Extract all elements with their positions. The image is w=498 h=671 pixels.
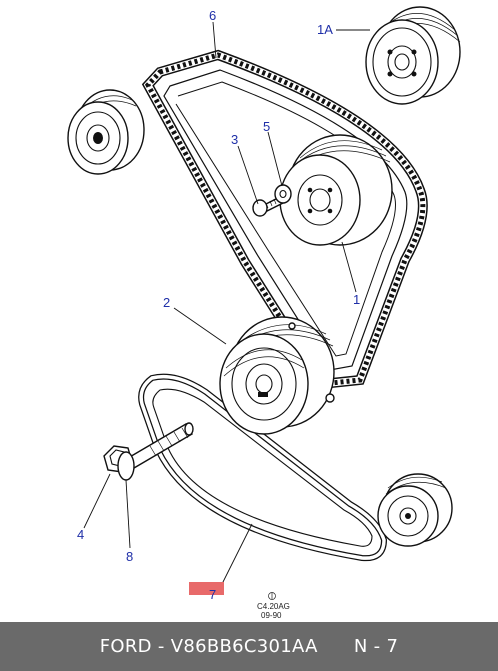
drawing-symbol-icon	[268, 592, 276, 600]
callout-7: 7	[209, 587, 216, 602]
callout-4: 4	[77, 527, 84, 542]
leader-lines	[83, 21, 370, 589]
footer-page: N - 7	[353, 636, 399, 657]
washer-5	[274, 184, 292, 204]
drawing-code-line-1: C4.20AG	[257, 602, 290, 611]
callout-2: 2	[163, 295, 170, 310]
washer-8	[117, 451, 135, 481]
pulley-1	[279, 134, 393, 246]
callout-6: 6	[209, 8, 216, 23]
callout-1: 1	[353, 292, 360, 307]
idler-pulley-top-left	[67, 89, 145, 175]
callout-5: 5	[263, 119, 270, 134]
footer-brand: FORD	[99, 636, 152, 657]
footer-part-number: V86BB6C301AA	[170, 636, 318, 657]
callout-1a: 1A	[317, 22, 333, 37]
highlight-box	[189, 582, 224, 595]
poly-v-belt	[138, 373, 388, 562]
drawing-code-line-2: 09-90	[261, 611, 282, 620]
footer-separator: -	[157, 636, 165, 657]
belt-drive-exploded-diagram: 6 1A 3 5 1 2 4 8 7 C4.20AG 09-90	[67, 6, 461, 620]
pulley-bottom-right	[377, 473, 453, 547]
footer-bar: FORD - V86BB6C301AA N - 7	[0, 622, 498, 671]
callout-3: 3	[231, 132, 238, 147]
pulley-1a	[365, 6, 461, 105]
drawing-code: C4.20AG 09-90	[257, 592, 290, 620]
callout-labels: 6 1A 3 5 1 2 4 8 7	[77, 8, 360, 602]
callout-8: 8	[126, 549, 133, 564]
crankshaft-pulley-2	[219, 316, 335, 435]
timing-belt	[141, 49, 428, 390]
